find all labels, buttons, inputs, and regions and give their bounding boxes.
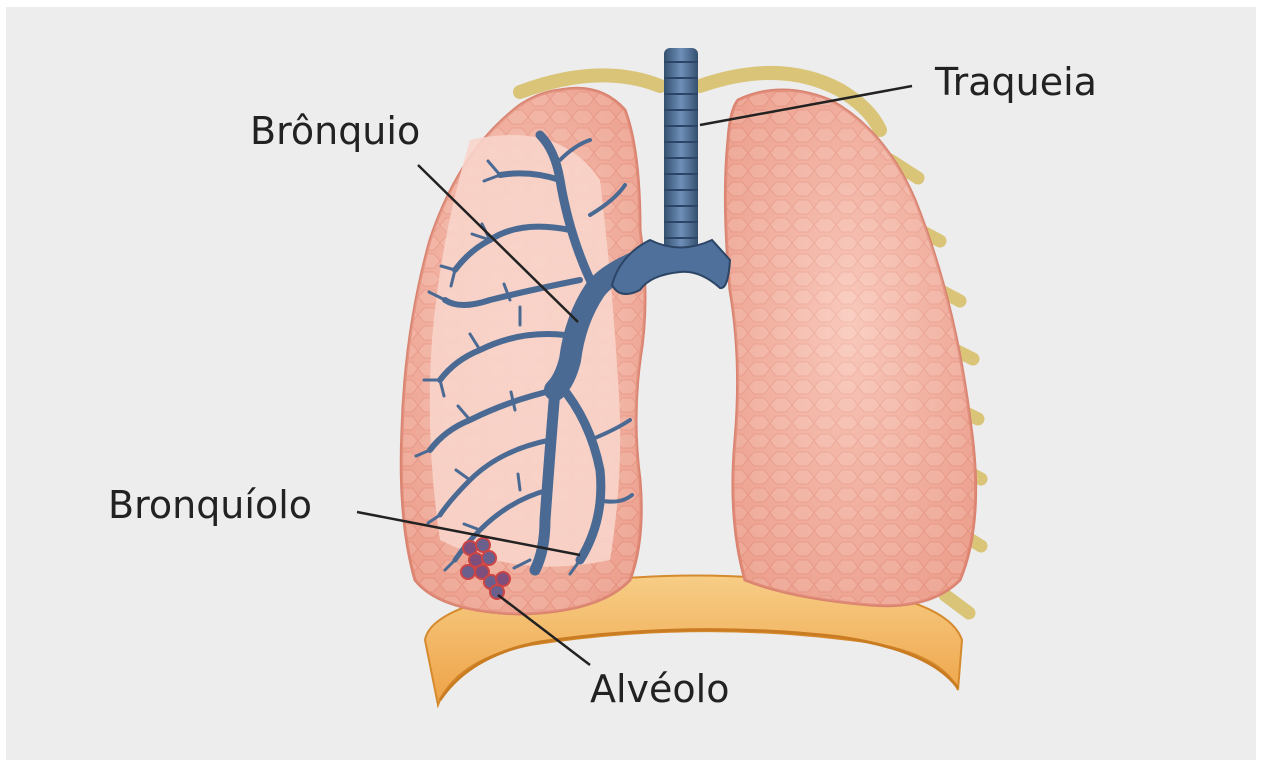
- lung-icon: [725, 90, 975, 606]
- lung-icon: [401, 88, 645, 614]
- rib-icon: [945, 595, 969, 613]
- label-bronquio: Brônquio: [250, 112, 420, 150]
- label-traqueia: Traqueia: [935, 63, 1097, 101]
- label-alveolo: Alvéolo: [590, 670, 729, 708]
- label-bronquiolo: Bronquíolo: [108, 486, 312, 524]
